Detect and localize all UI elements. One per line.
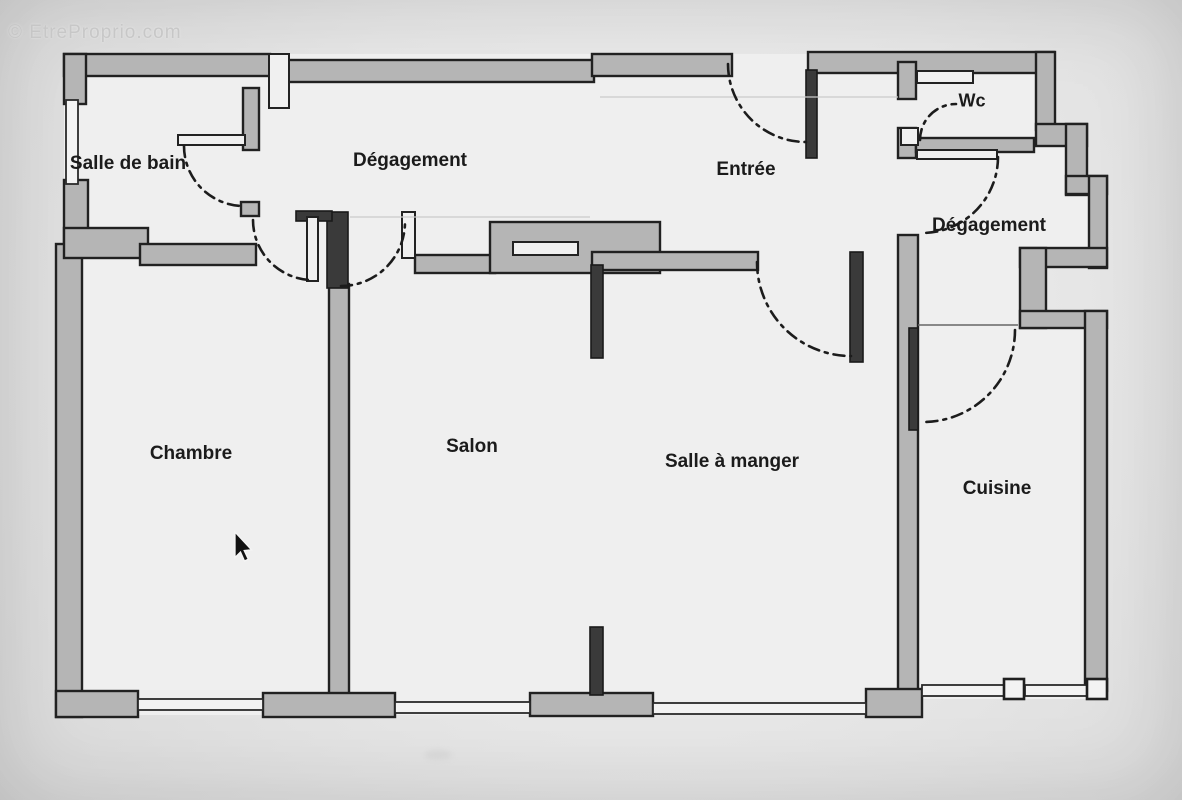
window-post [1002, 677, 1026, 701]
door-arc-wc [918, 102, 958, 142]
window-symbol [1024, 684, 1090, 697]
room-label-cuisine: Cuisine [962, 478, 1032, 499]
window-symbol [652, 702, 867, 715]
window-post [1085, 677, 1109, 701]
wall-segment [138, 242, 258, 267]
wall-segment [62, 52, 88, 106]
door-arc-entree [726, 62, 808, 144]
door-jamb [849, 251, 864, 363]
wall-recess [268, 53, 290, 109]
door-jamb [805, 69, 818, 159]
wall-segment [239, 200, 261, 218]
wall-segment [896, 233, 920, 702]
wall-segment [864, 687, 924, 719]
door-arc-salon [339, 220, 407, 288]
door-jamb [900, 127, 919, 146]
door-arc-salle-de-bain [182, 144, 246, 208]
watermark: © EtreProprio.com [8, 22, 182, 43]
room-label-wc: Wc [958, 90, 986, 111]
door-leaf [306, 216, 319, 282]
door-arcs [182, 62, 1017, 424]
wall-segment [326, 211, 349, 289]
partition-stub [590, 264, 604, 359]
door-arc-chambre [251, 218, 315, 282]
wall-segment [54, 242, 84, 719]
wall-segment [590, 250, 760, 272]
door-leaf [177, 134, 246, 146]
wall-segment [327, 282, 351, 702]
door-arc-salle-a-manger [755, 260, 853, 358]
windows [65, 99, 1109, 715]
wall-segment [261, 691, 397, 719]
wall-segment [806, 50, 1056, 75]
wc-vent-recess [916, 70, 974, 84]
walls [54, 50, 1109, 719]
wall-segment [590, 52, 734, 78]
room-label-chambre: Chambre [149, 443, 233, 464]
window-symbol [65, 99, 79, 185]
photo-smudge [424, 750, 452, 760]
guide-lines [350, 96, 1018, 326]
room-label-degagement-2: Dégagement [931, 215, 1047, 236]
wall-segment [1083, 309, 1109, 693]
white-elements [177, 53, 998, 282]
window-symbol [394, 701, 531, 714]
room-label-salle-a-manger: Salle à manger [664, 451, 800, 472]
door-arc-degagement [920, 155, 1000, 235]
wall-segment [528, 691, 655, 718]
wall-segment [413, 253, 497, 275]
wall-niche [512, 241, 579, 256]
room-label-salon: Salon [446, 436, 498, 457]
room-label-salle-de-bain: Salle de bain [69, 153, 187, 174]
cursor-icon [234, 530, 253, 562]
partition-stub [589, 626, 604, 696]
wall-segment [241, 86, 261, 152]
wall-segment [54, 689, 140, 719]
wall-segment [286, 58, 596, 84]
room-label-degagement: Dégagement [352, 150, 468, 171]
arrow-pointer [234, 530, 253, 562]
wall-segment [62, 52, 272, 78]
window-symbol [921, 684, 1009, 697]
door-leaf [908, 327, 919, 431]
window-symbol [137, 698, 264, 711]
wall-segment [62, 226, 150, 260]
wall-segment [1034, 50, 1057, 132]
door-arc-cuisine [921, 328, 1017, 424]
room-label-entree: Entrée [716, 159, 776, 180]
door-leaf [916, 149, 998, 160]
wall-segment [896, 60, 918, 101]
